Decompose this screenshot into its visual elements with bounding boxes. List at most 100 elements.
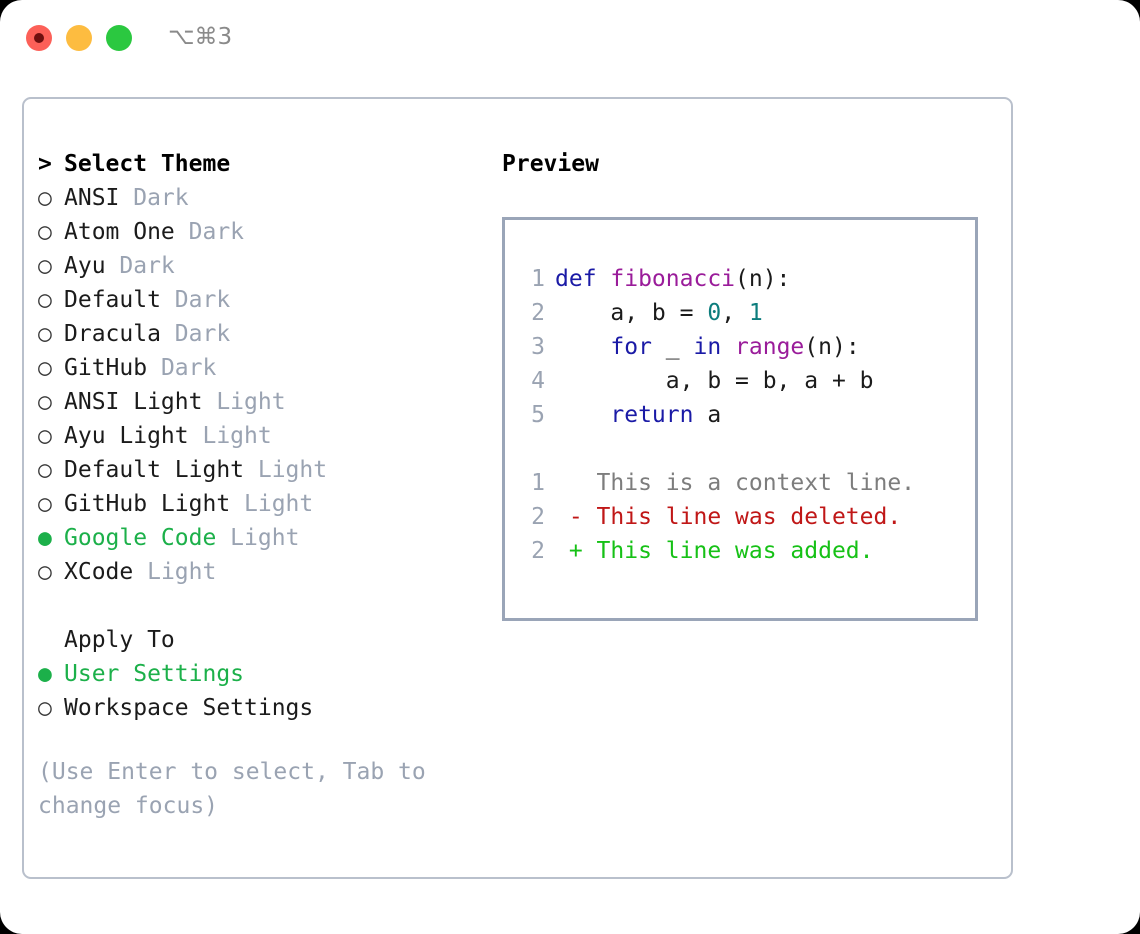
theme-name-label: ANSI Light xyxy=(64,389,203,415)
cursor-caret-icon: > xyxy=(38,151,52,177)
theme-list-item[interactable]: ○Ayu Light Light xyxy=(38,419,478,453)
theme-variant-label: Dark xyxy=(119,185,189,211)
code-token-function: fibonacci xyxy=(610,266,736,292)
theme-variant-label: Dark xyxy=(160,321,231,347)
title-bar: ⌥⌘3 xyxy=(0,0,1140,76)
code-token-plain xyxy=(555,334,610,360)
radio-selected-icon: ● xyxy=(38,525,52,551)
theme-name-label: ANSI xyxy=(64,185,120,211)
apply-to-list-item[interactable]: ○Workspace Settings xyxy=(38,691,478,725)
theme-list-item[interactable]: ○Default Dark xyxy=(38,283,478,317)
close-window-button[interactable] xyxy=(26,25,52,51)
traffic-light-group xyxy=(26,25,132,51)
code-token-number: 0 xyxy=(707,300,722,326)
radio-empty-icon: ○ xyxy=(38,559,52,585)
diff-line: 2 + This line was added. xyxy=(519,534,975,568)
apply-to-heading: Apply To xyxy=(38,623,478,657)
radio-empty-icon: ○ xyxy=(38,355,52,381)
code-token-plain: (n): xyxy=(735,266,791,292)
theme-list-item[interactable]: ○ GitHub Light Light xyxy=(38,487,478,521)
code-line-number: 3 xyxy=(531,334,545,360)
diff-line-context: This is a context line. xyxy=(555,470,916,496)
theme-variant-label: Light xyxy=(230,491,314,517)
code-line-number: 4 xyxy=(531,368,545,394)
diff-sample: 1 This is a context line.2 - This line w… xyxy=(519,466,975,568)
theme-variant-label: Dark xyxy=(147,355,217,381)
theme-name-label: Ayu Light xyxy=(64,423,189,449)
list-spacer xyxy=(38,589,478,623)
theme-list-item[interactable]: ○ ANSI Light Light xyxy=(38,385,478,419)
theme-variant-label: Light xyxy=(244,457,328,483)
theme-name-label: Atom One xyxy=(64,219,175,245)
diff-line-deleted: - This line was deleted. xyxy=(555,504,902,530)
code-token-plain: a, b = b, a + b xyxy=(555,368,874,394)
radio-selected-icon: ● xyxy=(38,661,52,687)
code-token-plain: a, b = xyxy=(555,300,708,326)
code-token-function: range xyxy=(735,334,805,360)
theme-list-item[interactable]: ●Google Code Light xyxy=(38,521,478,555)
theme-variant-label: Light xyxy=(202,389,286,415)
keyboard-shortcut-label: ⌥⌘3 xyxy=(168,24,233,50)
theme-name-label: Ayu xyxy=(64,253,106,279)
main-panel: > Select Theme ○ ANSI Dark ○ Atom One Dark ○ A… xyxy=(22,97,1013,879)
theme-list-item[interactable]: ○ GitHub Dark xyxy=(38,351,478,385)
radio-empty-icon: ○ xyxy=(38,185,52,211)
radio-empty-icon: ○ xyxy=(38,219,52,245)
code-line: 3 for _ in range(n): xyxy=(519,330,975,364)
theme-variant-label: Light xyxy=(216,525,300,551)
maximize-window-button[interactable] xyxy=(106,25,132,51)
code-token-plain xyxy=(555,402,610,428)
theme-picker-column: > Select Theme ○ ANSI Dark ○ Atom One Dark ○ A… xyxy=(38,147,478,823)
theme-list-item[interactable]: ○Dracula Dark xyxy=(38,317,478,351)
radio-empty-icon: ○ xyxy=(38,695,52,721)
apply-to-list-item[interactable]: ●User Settings xyxy=(38,657,478,691)
code-token-keyword: return xyxy=(610,402,694,428)
diff-line-number: 2 xyxy=(531,538,545,564)
theme-name-label: GitHub Light xyxy=(64,491,231,517)
code-token-keyword: for xyxy=(610,334,652,360)
theme-variant-label: Dark xyxy=(174,219,245,245)
code-token-keyword: in xyxy=(693,334,722,360)
code-diff-gap xyxy=(519,432,975,466)
radio-empty-icon: ○ xyxy=(38,287,52,313)
code-token-plain xyxy=(721,334,735,360)
radio-empty-icon: ○ xyxy=(38,389,52,415)
keyboard-hint-text: (Use Enter to select, Tab to change focu… xyxy=(38,759,426,819)
code-token-plain: (n): xyxy=(804,334,860,360)
theme-name-label: XCode xyxy=(64,559,134,585)
theme-list-item[interactable]: ○ Atom One Dark xyxy=(38,215,478,249)
code-line: 2 a, b = 0, 1 xyxy=(519,296,975,330)
apply-to-heading-label: Apply To xyxy=(64,627,175,653)
theme-variant-label: Dark xyxy=(105,253,175,279)
radio-empty-icon: ○ xyxy=(38,423,52,449)
theme-name-label: Default Light xyxy=(64,457,245,483)
theme-name-label: Default xyxy=(64,287,161,313)
radio-empty-icon: ○ xyxy=(38,457,52,483)
diff-line: 1 This is a context line. xyxy=(519,466,975,500)
radio-empty-icon: ○ xyxy=(38,321,52,347)
diff-line: 2 - This line was deleted. xyxy=(519,500,975,534)
code-token-plain: _ xyxy=(651,334,694,360)
diff-line-number: 2 xyxy=(531,504,545,530)
theme-list: ○ ANSI Dark ○ Atom One Dark ○ Ayu Dark ○ Defaul… xyxy=(38,181,478,589)
radio-empty-icon: ○ xyxy=(38,253,52,279)
code-line: 5 return a xyxy=(519,398,975,432)
theme-list-item[interactable]: ○ ANSI Dark xyxy=(38,181,478,215)
theme-name-label: GitHub xyxy=(64,355,148,381)
radio-empty-icon: ○ xyxy=(38,491,52,517)
theme-list-item[interactable]: ○XCode Light xyxy=(38,555,478,589)
diff-line-added: + This line was added. xyxy=(555,538,874,564)
select-theme-heading-label: Select Theme xyxy=(64,151,231,177)
theme-list-item[interactable]: ○ Ayu Dark xyxy=(38,249,478,283)
minimize-window-button[interactable] xyxy=(66,25,92,51)
code-line-number: 1 xyxy=(531,266,545,292)
diff-line-number: 1 xyxy=(531,470,545,496)
code-line: 4 a, b = b, a + b xyxy=(519,364,975,398)
theme-list-item[interactable]: ○ Default Light Light xyxy=(38,453,478,487)
code-token-plain: a xyxy=(693,402,722,428)
